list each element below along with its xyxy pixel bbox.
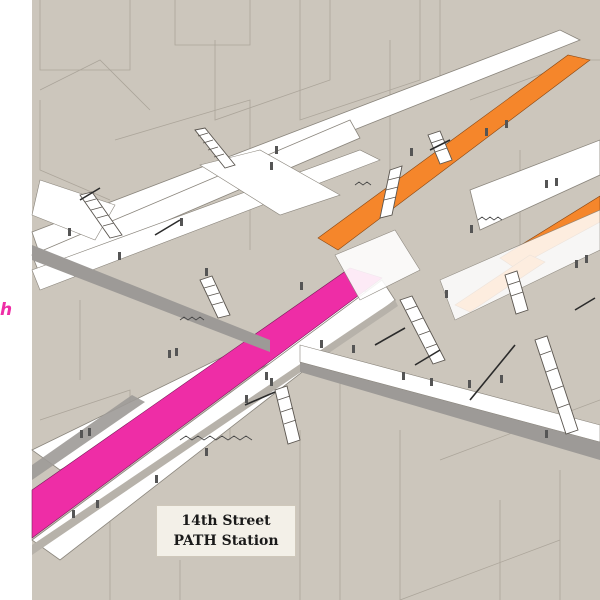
- gray-track-right: [300, 360, 600, 460]
- station-label: 14th Street PATH Station: [156, 505, 296, 557]
- rail-lines: [79, 139, 596, 406]
- gray-track-left: [32, 395, 145, 480]
- turnstile-icon: [477, 216, 503, 221]
- line-name-fragment: h: [0, 300, 12, 320]
- gray-track-band: [32, 245, 270, 352]
- center-connector: [334, 229, 421, 301]
- staircase-icon: [194, 127, 236, 169]
- staircase-icon: [199, 275, 231, 319]
- staircase-icon: [274, 385, 301, 445]
- staircase-icon: [379, 165, 403, 219]
- line-name-fragment-text: h: [0, 300, 13, 320]
- left-margin: [0, 0, 32, 600]
- right-lower-platform: [299, 344, 600, 443]
- right-platform-top: [469, 139, 600, 231]
- staircase-icon: [534, 335, 579, 435]
- station-label-line1: 14th Street: [181, 513, 271, 529]
- person-icon: [68, 120, 588, 518]
- right-platform-mid: [439, 209, 600, 321]
- turnstile-icon: [354, 181, 372, 186]
- turnstile-icon: [179, 435, 253, 441]
- staircase-icon: [504, 270, 529, 315]
- mezzanine-upper: [199, 149, 341, 216]
- staircase-icon: [399, 295, 446, 365]
- staircase-icon: [427, 130, 453, 165]
- station-label-line2: PATH Station: [173, 533, 279, 549]
- turnstile-icon: [179, 316, 205, 321]
- staircase-icon: [79, 191, 123, 239]
